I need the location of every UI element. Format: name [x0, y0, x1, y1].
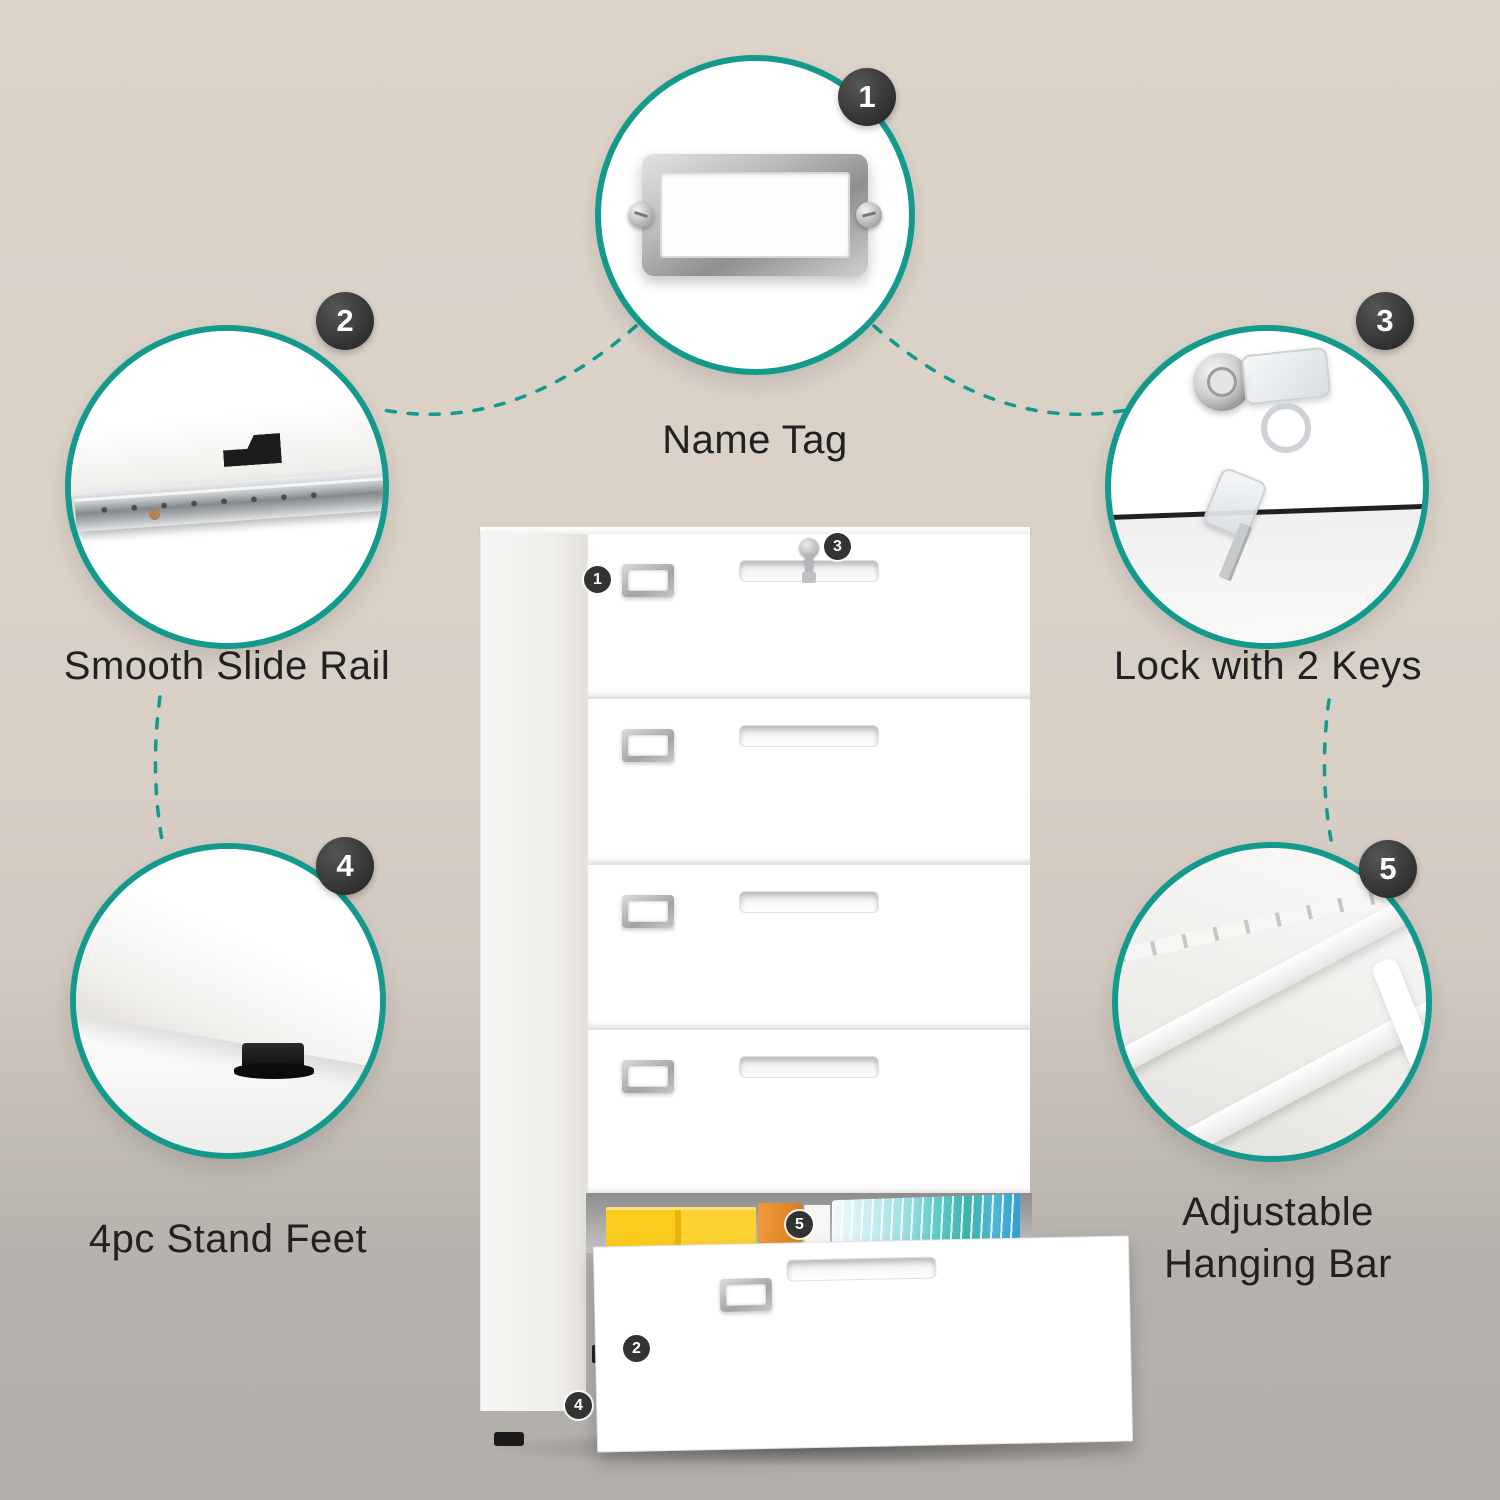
connector-left-label-to-bottom-left: [153, 695, 164, 842]
cabinet-marker-name-tag: 1: [584, 566, 611, 593]
label-card: [725, 1284, 767, 1306]
drawer-label-holder: [719, 1277, 773, 1312]
feature-label-hanging-bar: Adjustable Hanging Bar: [1164, 1190, 1392, 1286]
cabinet-top: [480, 527, 1030, 536]
feature-label-stand-feet: 4pc Stand Feet: [88, 1217, 368, 1261]
keyring-icon: [1261, 403, 1311, 453]
drawer-handle: [739, 1055, 879, 1078]
cabinet-front: [586, 534, 1030, 1195]
drawer-handle: [739, 890, 879, 913]
open-drawer-front: [592, 1235, 1134, 1453]
drawer-label-holder: [622, 564, 674, 597]
drawer-4: [588, 1029, 1030, 1195]
feature-circle-slide-rail: [65, 325, 389, 649]
feature-label-name-tag: Name Tag: [662, 418, 848, 462]
rail-roller-icon: [149, 509, 160, 520]
name-tag-insert: [660, 172, 850, 258]
drawer-label-holder: [622, 894, 674, 928]
screw-icon: [628, 202, 654, 228]
label-card: [628, 735, 668, 757]
cabinet-marker-hanging-bar: 5: [786, 1211, 813, 1238]
feature-label-slide-rail: Smooth Slide Rail: [63, 644, 391, 688]
label-card: [628, 1065, 668, 1087]
cabinet-marker-slide-rail: 2: [623, 1335, 650, 1362]
screw-icon: [856, 202, 882, 228]
feature-circle-lock: [1105, 325, 1429, 649]
feature-number-badge-1: 1: [838, 68, 896, 126]
drawer-handle: [786, 1256, 937, 1282]
feature-number-badge-4: 4: [316, 837, 374, 895]
drawer-label-holder: [622, 729, 674, 763]
connector-right-label-to-bottom-right: [1322, 698, 1333, 842]
inserted-key-icon: [802, 554, 816, 583]
drawer-label-holder: [622, 1059, 674, 1093]
drawer-1: [588, 534, 1030, 700]
connector-top-to-right: [872, 324, 1138, 417]
key-head-icon: [1240, 346, 1332, 406]
file-cabinet: [480, 527, 1140, 1453]
cabinet-side-panel: [480, 534, 586, 1411]
label-card: [628, 570, 668, 591]
drawer-2: [588, 699, 1030, 865]
feature-label-lock: Lock with 2 Keys: [1113, 644, 1423, 688]
drawer-handle: [739, 725, 879, 748]
name-tag-frame-icon: [628, 154, 882, 276]
feature-number-badge-5: 5: [1359, 840, 1417, 898]
cabinet-marker-lock: 3: [824, 533, 851, 560]
feature-circle-stand-feet: [70, 843, 386, 1159]
keyhole-icon: [799, 538, 819, 558]
connector-top-to-left: [372, 324, 638, 417]
stand-foot-base-icon: [234, 1063, 314, 1079]
label-card: [628, 900, 668, 922]
drawer-3: [588, 864, 1030, 1030]
feature-number-badge-2: 2: [316, 292, 374, 350]
feature-number-badge-3: 3: [1356, 292, 1414, 350]
cabinet-foot: [494, 1432, 524, 1446]
drawer-face-lower: [1111, 506, 1423, 643]
cabinet-marker-stand-feet: 4: [565, 1392, 592, 1419]
